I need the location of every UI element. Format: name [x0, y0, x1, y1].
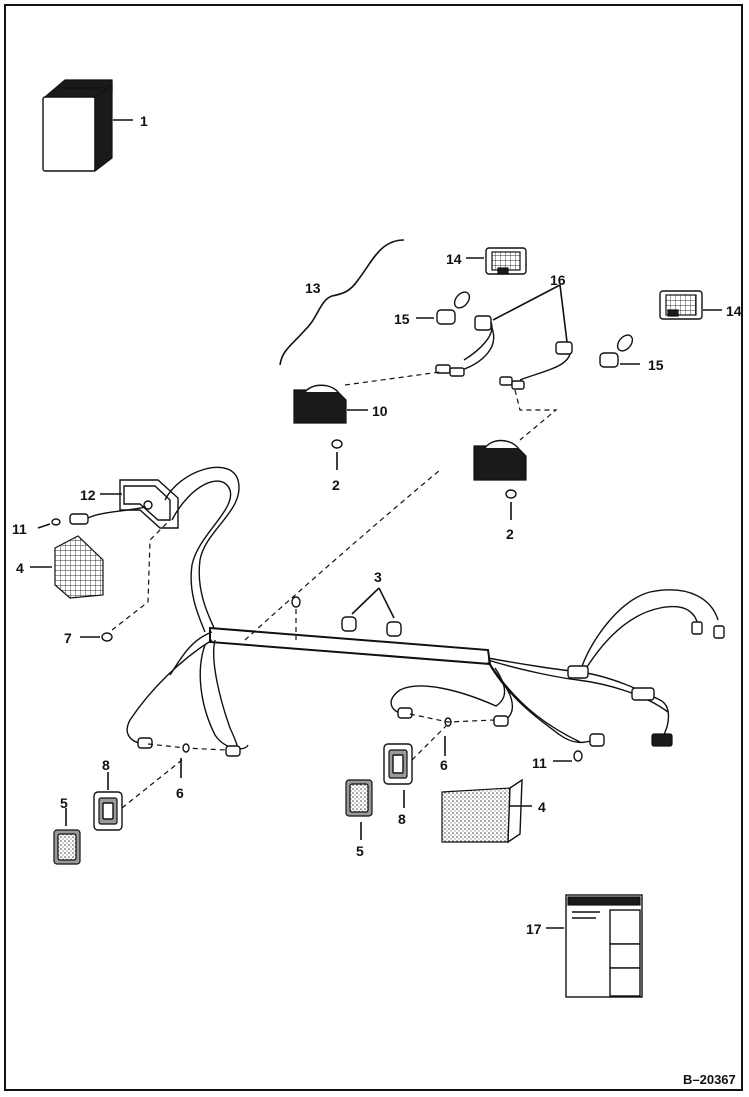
callout-5-right: 5	[356, 843, 364, 859]
part-2-grommet-right	[505, 489, 517, 520]
callout-15-left: 15	[394, 311, 410, 327]
part-11-bulb-right	[553, 750, 583, 762]
figure-reference: B–20367	[683, 1072, 736, 1087]
callout-3: 3	[374, 569, 382, 585]
callout-4-left: 4	[16, 560, 24, 576]
callout-4-right: 4	[538, 799, 546, 815]
callout-16: 16	[550, 272, 566, 288]
part-13-bracket	[279, 239, 405, 366]
part-1-box	[42, 79, 133, 173]
wire-harness	[126, 466, 725, 757]
part-5-switch-left	[53, 808, 81, 865]
callout-1: 1	[140, 113, 148, 129]
callout-2-right: 2	[506, 526, 514, 542]
callout-13: 13	[305, 280, 321, 296]
callout-10: 10	[372, 403, 388, 419]
part-4-lens-left	[30, 535, 104, 599]
callout-14-right: 14	[726, 303, 742, 319]
callout-17: 17	[526, 921, 542, 937]
callout-14-left: 14	[446, 251, 462, 267]
callout-6-left: 6	[176, 785, 184, 801]
callout-2-left: 2	[332, 477, 340, 493]
part-5-switch-right	[345, 779, 373, 840]
part-10-housing-right	[473, 439, 527, 481]
callout-7: 7	[64, 630, 72, 646]
part-15-socket-left	[416, 291, 471, 325]
part-11-bulb-left	[37, 518, 61, 529]
callout-11-right: 11	[532, 755, 547, 771]
part-2-grommet-left	[331, 439, 343, 470]
part-17-decal	[546, 894, 643, 998]
part-8-bezel-left	[93, 759, 183, 831]
part-16-connectors	[435, 284, 573, 390]
diagram-border	[4, 4, 743, 1091]
part-15-socket-right	[599, 334, 640, 368]
part-14-lamp-right	[659, 290, 722, 320]
part-3-clips	[341, 587, 402, 637]
callout-5-left: 5	[60, 795, 68, 811]
part-14-lamp-left	[466, 247, 527, 275]
callout-8-right: 8	[398, 811, 406, 827]
part-8-bezel-right	[383, 725, 447, 808]
callout-11-left: 11	[12, 521, 27, 537]
callout-15-right: 15	[648, 357, 664, 373]
callout-8-left: 8	[102, 757, 110, 773]
callout-12: 12	[80, 487, 96, 503]
part-10-housing-left	[293, 384, 368, 424]
part-4-lens-right	[441, 778, 532, 844]
callout-6-right: 6	[440, 757, 448, 773]
part-7-grommet	[80, 519, 171, 642]
part-12-bracket	[69, 479, 179, 529]
